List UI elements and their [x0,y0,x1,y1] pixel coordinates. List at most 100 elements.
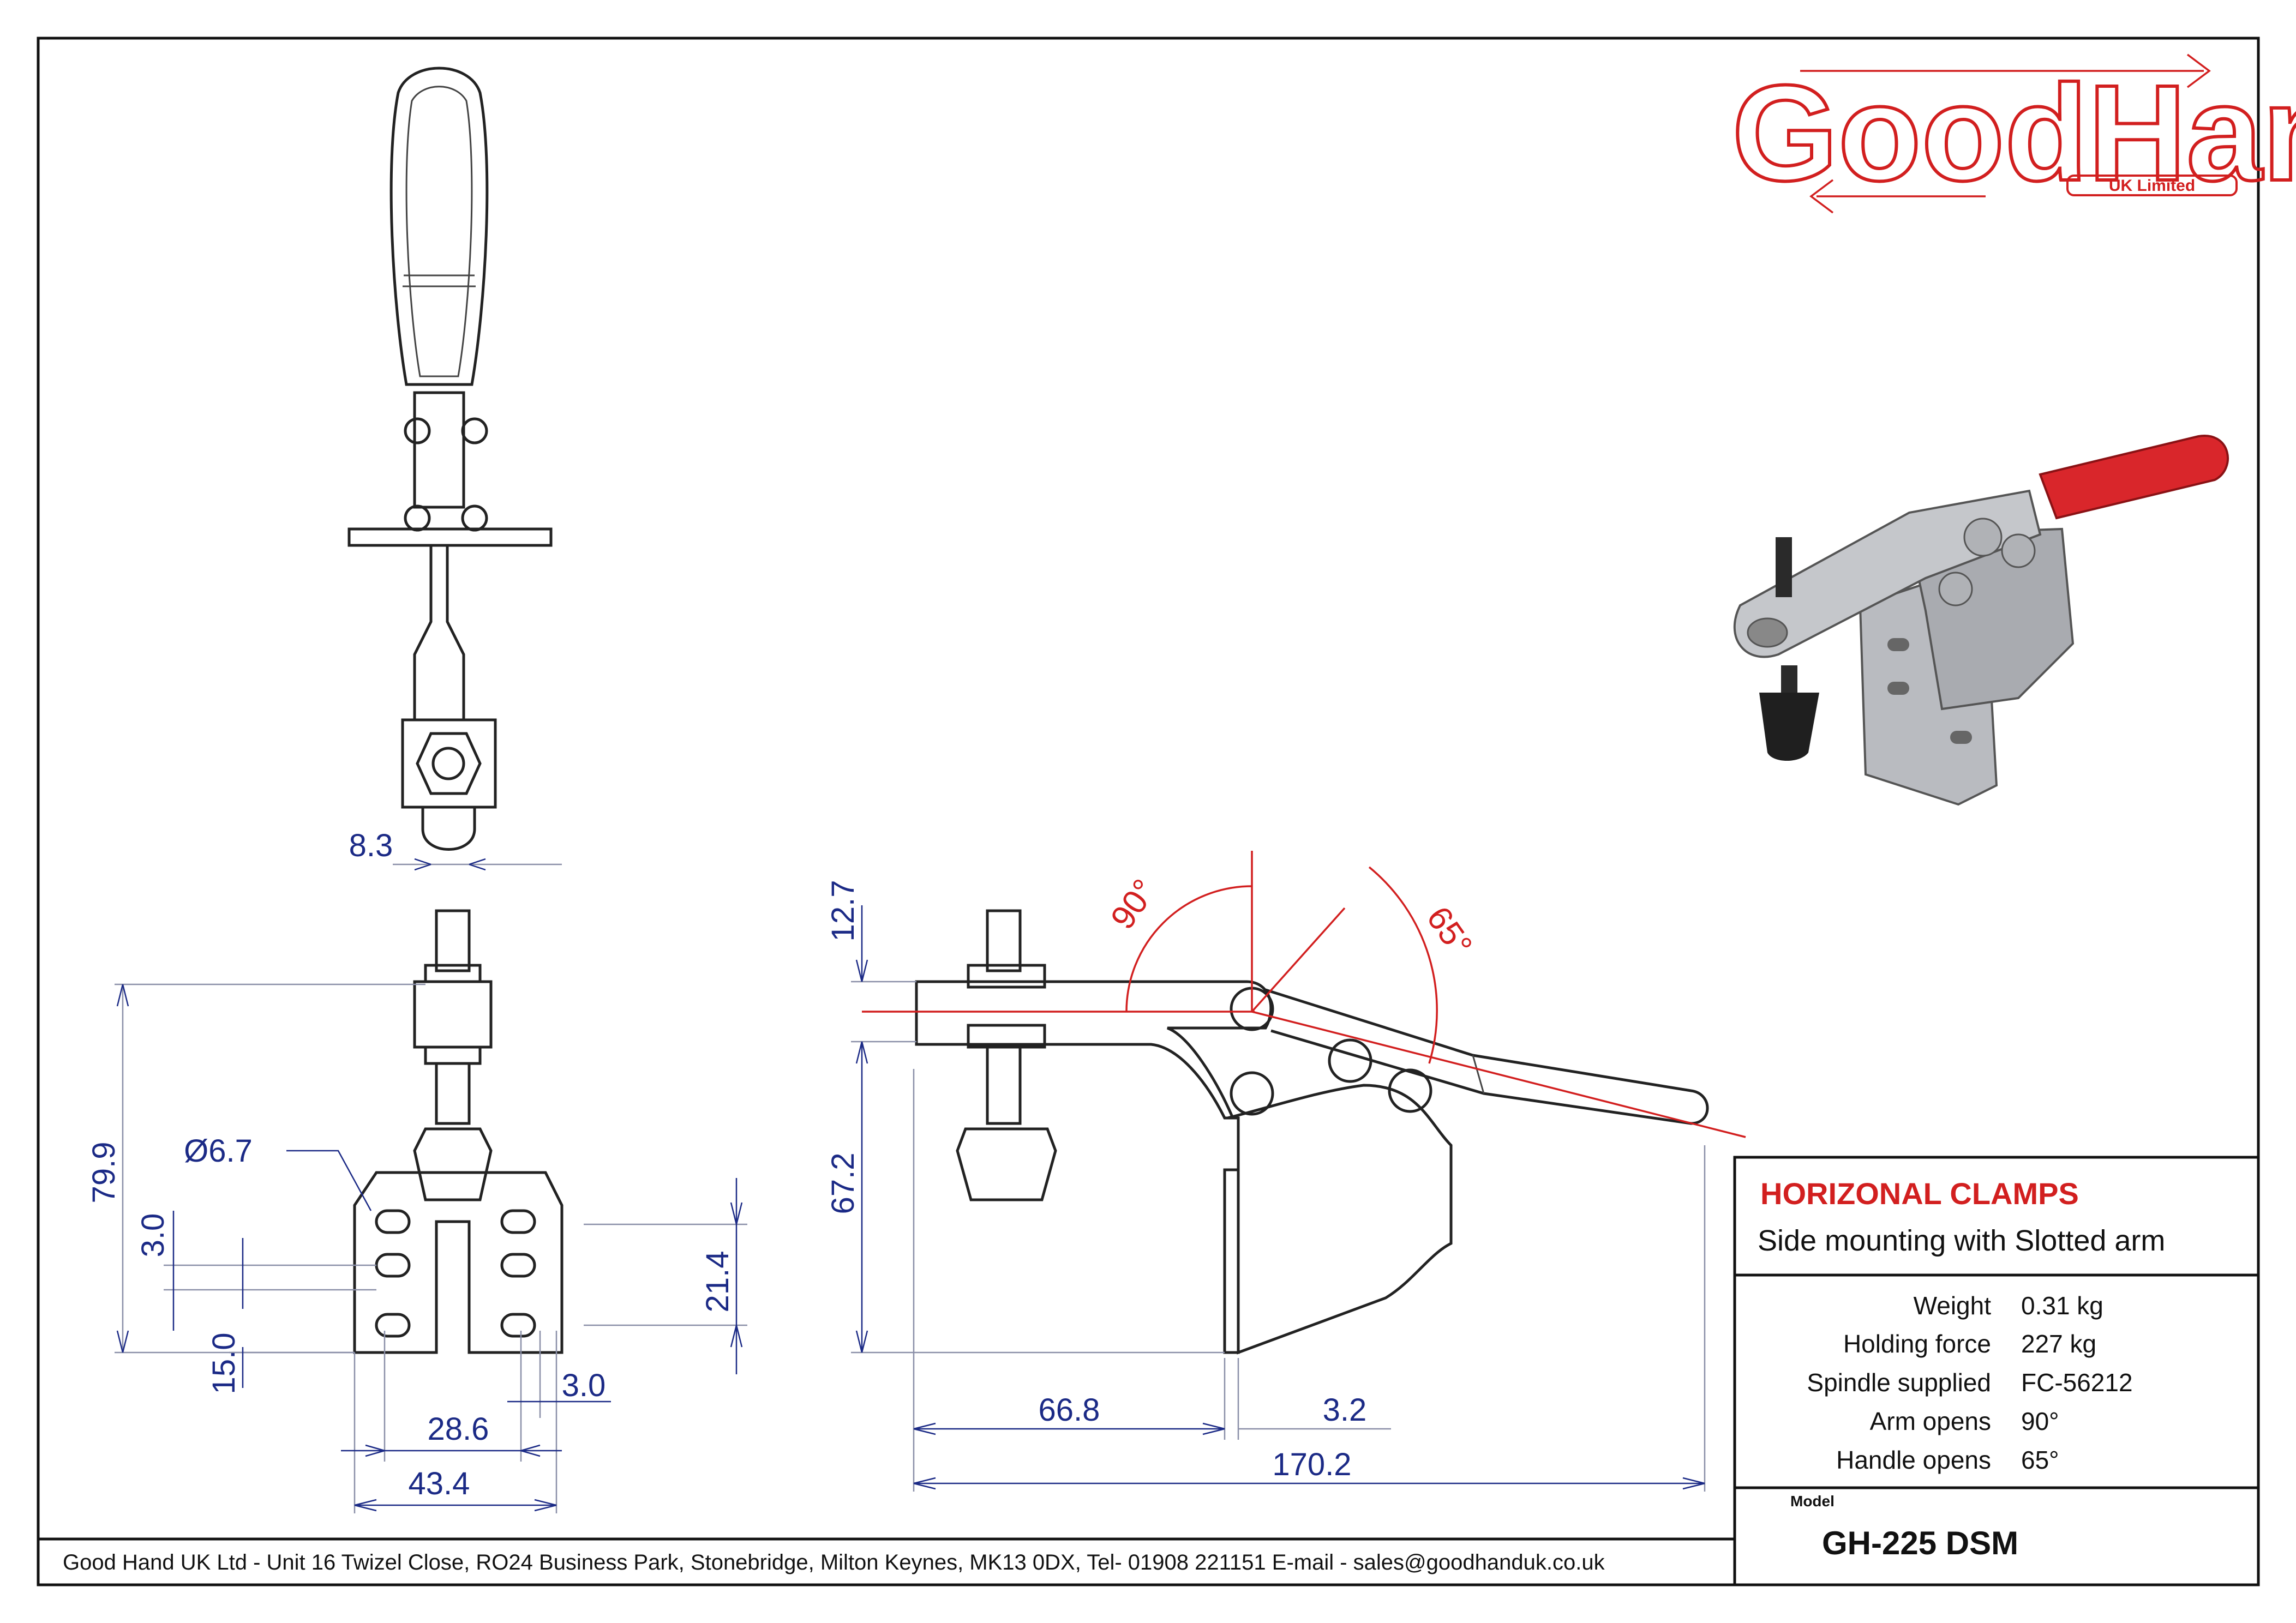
top-arm-block [401,718,497,809]
dim-21.4-arrow-t [730,1202,743,1225]
footer-address: Good Hand UK Ltd - Unit 16 Twizel Close,… [63,1550,1605,1574]
front-slot-r1 [500,1209,536,1234]
side-spindle-top [986,909,1022,972]
side-pad [956,1127,1057,1201]
dim-79.9-arrow-b [116,1330,129,1353]
spec-weight-label: Weight [1914,1291,1992,1320]
dim-8.3-label: 8.3 [349,828,393,863]
front-slot-r3 [500,1313,536,1338]
side-body-plate [1227,1084,1453,1355]
side-handle [1265,988,1709,1125]
dim-3.2-label: 3.2 [1323,1392,1367,1428]
dim-43.4-label: 43.4 [409,1466,470,1501]
logo-sub-box [2066,175,2238,196]
front-pad [413,1127,493,1201]
front-slot-l1 [375,1209,411,1234]
top-nut-hex [416,732,482,795]
title-subheading: Side mounting with Slotted arm [1758,1224,2165,1257]
spec-arm-label: Arm opens [1870,1407,1991,1435]
dim-21.4-label: 21.4 [700,1251,735,1313]
dim-67.2-label: 67.2 [825,1153,861,1215]
arm-angle-label: 90° [1104,873,1164,936]
logo-subtitle: UK Limited [2109,177,2195,195]
side-pivot-3 [1328,1038,1372,1083]
handle-loop-inner [405,86,473,377]
title-heading: HORIZONAL CLAMPS [1760,1176,2079,1211]
arm-angle-arc [1125,885,1252,1012]
dim-3.0-left-label: 3.0 [135,1213,171,1258]
dim-8.3-arrow-l [414,858,431,871]
top-flange [347,527,553,547]
title-block-frame [1733,1156,2260,1586]
dim-12.7-label: 12.7 [825,880,861,942]
side-nut-top [967,964,1046,989]
top-link-body [413,391,465,509]
model-label: Model [1790,1493,1835,1510]
logo-arrow-bottom [1809,179,1986,214]
front-view-drawing: 79.9 Ø6.7 3.0 15.0 21.4 3.0 2 [86,909,747,1513]
top-pivot-right [461,417,488,444]
dim-12.7-arrow [855,959,868,982]
dim-43.4-arrow-r [534,1499,557,1512]
spec-holding-label: Holding force [1843,1330,1991,1358]
spec-arm-value: 90° [2021,1407,2059,1435]
render-arm-hole [1747,617,1788,648]
dim-3.0-right-label: 3.0 [562,1368,606,1403]
clamp-3d-render [1733,435,2229,806]
spec-holding-value: 227 kg [2021,1330,2096,1358]
side-mount-plate [1223,1168,1240,1354]
render-spindle-top [1776,537,1792,597]
top-pivot-right-2 [461,504,488,532]
handle-loop [389,67,489,386]
dim-28.6-arrow-l [365,1444,385,1457]
render-slot-1 [1887,638,1909,651]
front-slot-l3 [375,1313,411,1338]
side-view-drawing: 90° 65° 12.7 67.2 66.8 3.2 170.2 [825,851,1746,1492]
render-pivot-2 [2001,533,2036,568]
dim-66.8-arrow-l [913,1422,936,1435]
render-slot-3 [1950,731,1972,744]
side-handle-grip-edge [1472,1055,1485,1094]
front-arm-block [413,980,493,1049]
render-slot-2 [1887,682,1909,695]
dim-67.2-arrow-t [855,1041,868,1064]
dim-15.0-label: 15.0 [206,1333,242,1394]
render-handle-grip [2039,435,2229,520]
spec-spindle-label: Spindle supplied [1807,1368,1991,1397]
front-nut-top [424,964,482,983]
dim-28.6-arrow-r [520,1444,541,1457]
dim-66.8-label: 66.8 [1039,1392,1100,1428]
spec-handle-label: Handle opens [1836,1446,1991,1474]
drawing-border [37,37,2260,1586]
dim-hole-label: Ø6.7 [184,1133,253,1169]
front-spindle-lower [435,1062,471,1125]
dim-67.2-arrow-b [855,1330,868,1353]
top-pivot-left-2 [404,504,431,532]
spec-weight-value: 0.31 kg [2021,1291,2103,1320]
dim-66.8-arrow-r [1202,1422,1225,1435]
side-spindle-lower [986,1045,1022,1125]
side-pivot-2 [1230,1071,1274,1116]
logo-arrow-top [1800,53,2211,88]
top-pivot-left [404,417,431,444]
dim-8.3-arrow-r [469,858,486,871]
dim-21.4-arrow-b [730,1325,743,1348]
dim-hole-leader [286,1150,372,1211]
dim-28.6-label: 28.6 [428,1411,489,1447]
render-pivot-3 [1938,572,1973,606]
dim-43.4-arrow-l [354,1499,377,1512]
handle-centerline [1251,1011,1746,1138]
dim-79.9-arrow-t [116,984,129,1007]
dim-170.2-label: 170.2 [1272,1447,1351,1482]
side-pivot-4 [1388,1068,1432,1113]
spec-spindle-value: FC-56212 [2021,1368,2133,1397]
front-nut-bottom [424,1045,482,1065]
front-slot-l2 [375,1253,411,1278]
top-arm [413,545,465,722]
dim-170.2-arrow-l [913,1477,936,1490]
top-spindle-circle [431,747,465,780]
front-bracket [353,1171,563,1354]
